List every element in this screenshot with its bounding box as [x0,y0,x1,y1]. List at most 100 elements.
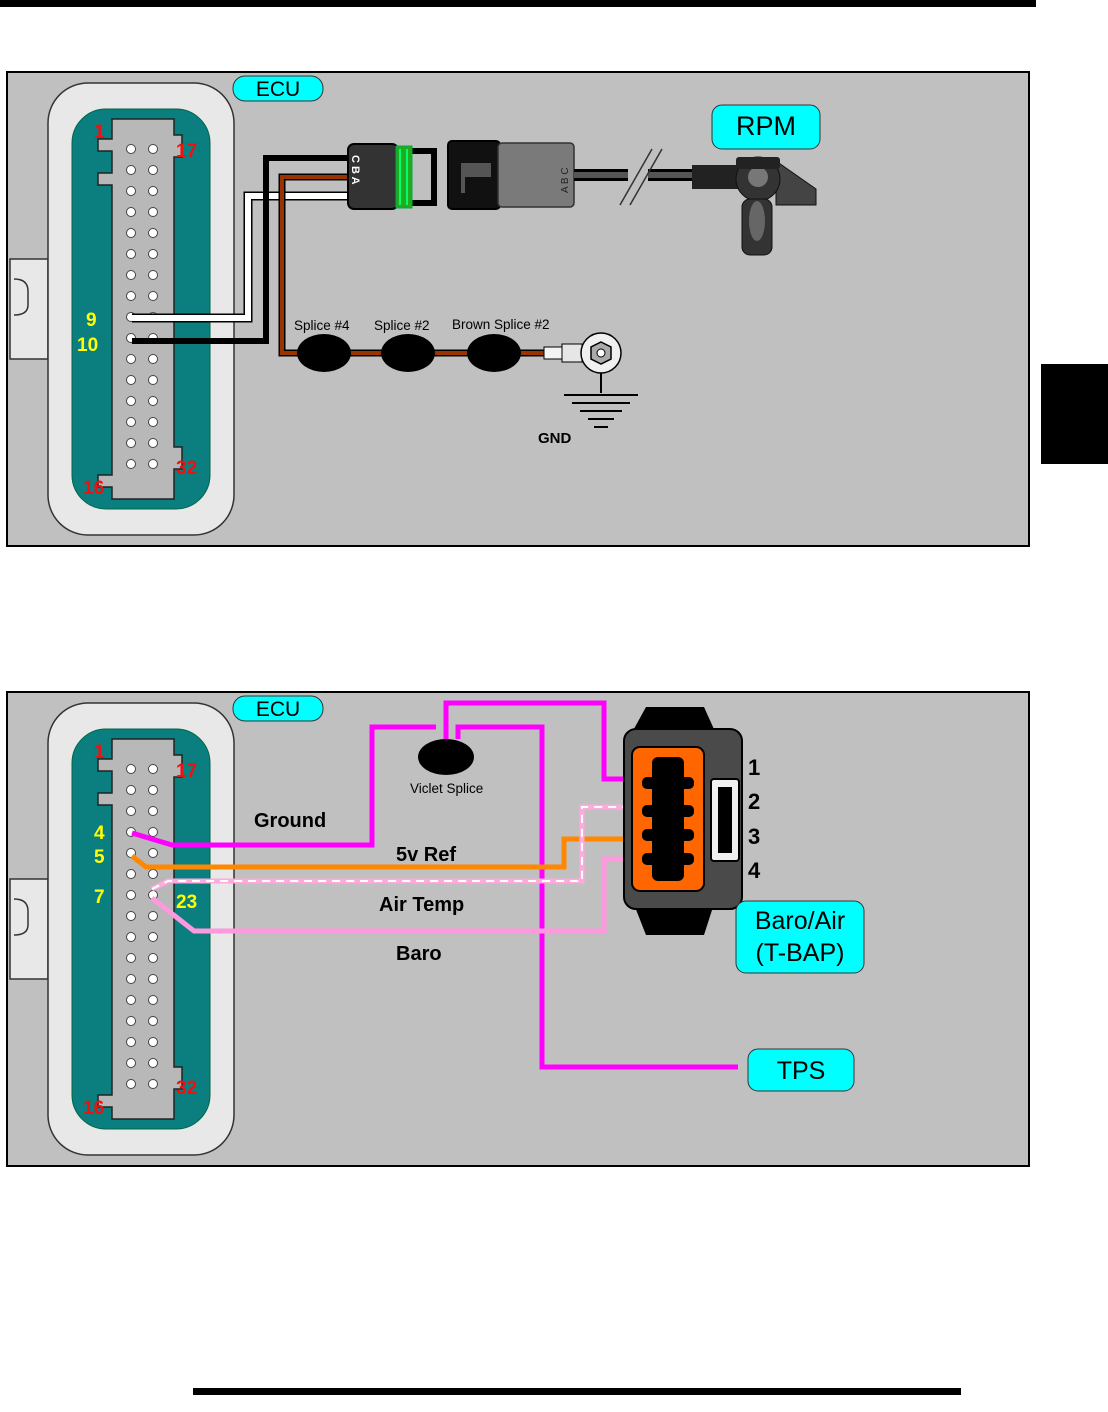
wire-label-ground: Ground [254,810,326,832]
pin-label-1: 1 [94,742,105,763]
ecu-pin [148,375,158,385]
tbap-pin-2: 2 [748,789,760,814]
ecu-pin [148,953,158,963]
ecu-pin [126,911,136,921]
ecu-pin [126,974,136,984]
ecu-pin-grid [126,764,158,1089]
bottom-rule [193,1388,961,1395]
ecu-pin [126,890,136,900]
ecu-pin [148,396,158,406]
tbap-label-line2: (T-BAP) [756,939,845,967]
ecu-pin [126,806,136,816]
ecu-label: ECU [232,695,324,722]
splice-2-label: Splice #2 [374,318,430,333]
wire-label-5v-ref: 5v Ref [396,844,456,866]
ecu-pin [126,207,136,217]
wire-baro [150,856,626,934]
ecu-pin [126,165,136,175]
pin-label-5: 5 [94,847,105,868]
ecu-pin [126,354,136,364]
ecu-pin [126,1058,136,1068]
violet-splice [418,739,474,775]
ecu-pin [148,995,158,1005]
ecu-label: ECU [232,75,324,102]
tbap-wiring-diagram: ECU 1 17 4 5 7 23 32 16 Viclet Splice Gr… [6,691,1030,1167]
ecu-pin [148,459,158,469]
ecu-label-text: ECU [256,78,300,101]
ecu-pin [148,932,158,942]
sensor-plug: A B C [447,140,575,210]
ecu-pin [126,869,136,879]
tbap-label: Baro/Air (T-BAP) [735,900,865,974]
ecu-pin [126,396,136,406]
pin-label-17: 17 [176,141,197,162]
rpm-label: RPM [711,104,821,150]
pin-label-10: 10 [77,335,98,356]
ecu-pin [126,417,136,427]
ecu-pin [148,806,158,816]
ecu-pin [126,764,136,774]
splice-4 [297,334,351,372]
ecu-pin [126,144,136,154]
chapter-side-tab [1041,364,1108,464]
ecu-label-text: ECU [256,698,300,721]
gnd-label: GND [538,430,572,447]
ecu-pin [148,974,158,984]
ecu-pin [148,869,158,879]
ecu-pin [126,438,136,448]
ecu-connector [9,702,235,1156]
ecu-pin [148,291,158,301]
ecu-pin [126,375,136,385]
ecu-pin [148,1016,158,1026]
rpm-label-text: RPM [736,111,796,141]
ecu-pin [126,228,136,238]
brown-splice-2-label: Brown Splice #2 [452,317,550,332]
ground-icon [543,332,638,428]
pin-label-7: 7 [94,887,105,908]
wire-5v-ref [130,836,626,870]
wire-tps-magenta [455,724,738,1070]
tbap-pin-3: 3 [748,824,760,849]
ecu-connector [9,82,235,536]
ecu-pin [148,911,158,921]
ecu-pin [148,249,158,259]
ecu-pin [148,207,158,217]
splice-2 [381,334,435,372]
ecu-pin [148,1037,158,1047]
harness-connector: C B A [347,143,413,210]
ecu-pin [126,995,136,1005]
ecu-pin [126,459,136,469]
ecu-pin [148,1058,158,1068]
ecu-pin [126,953,136,963]
ecu-pin [148,228,158,238]
wire-black [132,155,354,344]
tbap-pin-1: 1 [748,755,760,780]
ecu-pin [148,438,158,448]
pin-label-32: 32 [176,1078,197,1099]
wire-tbap-ground [443,700,626,782]
wire-label-baro: Baro [396,943,442,965]
brown-splice-2 [467,334,521,372]
ecu-pin [126,1037,136,1047]
pin-label-32: 32 [176,458,197,479]
ecu-pin [148,144,158,154]
ecu-pin [126,932,136,942]
ecu-pin [126,186,136,196]
ecu-pin [126,270,136,280]
tps-label: TPS [747,1048,855,1092]
ecu-pin [126,785,136,795]
ecu-pin [148,354,158,364]
pin-label-23: 23 [176,892,197,913]
tbap-sensor-icon [623,707,743,935]
pin-label-16: 16 [83,1098,104,1119]
ecu-pin [126,249,136,259]
ecu-pin [148,186,158,196]
ecu-pin [148,848,158,858]
pin-label-17: 17 [176,761,197,782]
pin-label-1: 1 [94,122,105,143]
ecu-pin [126,291,136,301]
tps-label-text: TPS [777,1057,826,1085]
ecu-pin [148,1079,158,1089]
ecu-pin-grid [126,144,158,469]
wire-black-loop [396,148,437,206]
